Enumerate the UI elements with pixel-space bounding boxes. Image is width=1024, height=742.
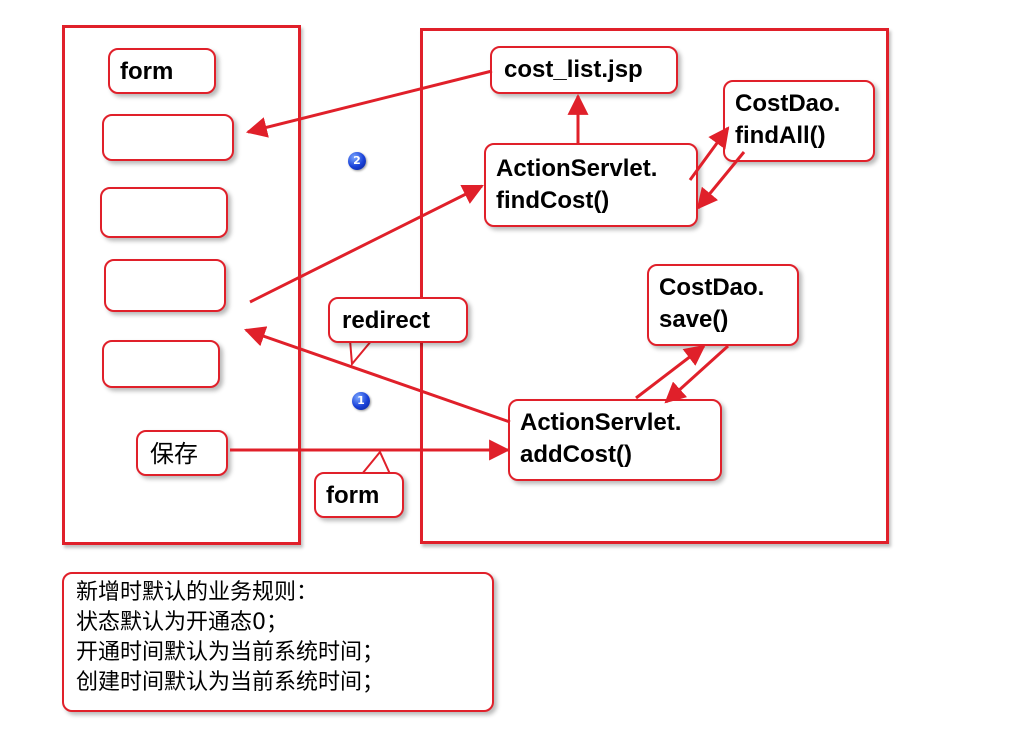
form-label: form	[120, 58, 174, 85]
save-dao-box: CostDao. save()	[647, 264, 799, 346]
note-line-1: 新增时默认的业务规则：	[76, 580, 319, 605]
input-field-4[interactable]	[102, 340, 220, 388]
note-line-3: 开通时间默认为当前系统时间；	[76, 640, 385, 665]
find-cost-line-1: ActionServlet.	[496, 155, 658, 182]
input-field-1[interactable]	[102, 114, 234, 161]
save-dao-line-1: CostDao.	[659, 274, 765, 301]
step-1-number: 1	[357, 394, 365, 407]
find-cost-box: ActionServlet. findCost()	[484, 143, 698, 227]
find-cost-line-2: findCost()	[496, 187, 610, 214]
add-cost-line-1: ActionServlet.	[520, 409, 682, 436]
save-button[interactable]: 保存	[136, 430, 228, 476]
form-callout-label: form	[326, 482, 380, 509]
cost-list-jsp-label: cost_list.jsp	[504, 56, 643, 83]
note-line-2: 状态默认为开通态0；	[76, 610, 288, 635]
business-rules-note: 新增时默认的业务规则： 状态默认为开通态0； 开通时间默认为当前系统时间； 创建…	[62, 572, 494, 712]
form-callout-tail	[359, 450, 392, 475]
redirect-callout: redirect	[328, 297, 468, 343]
find-all-box: CostDao. findAll()	[723, 80, 875, 162]
cost-list-jsp-box: cost_list.jsp	[490, 46, 678, 94]
input-field-2[interactable]	[100, 187, 228, 238]
redirect-callout-tail	[348, 339, 375, 367]
form-callout: form	[314, 472, 404, 518]
step-2-marker: 2	[348, 152, 366, 170]
add-cost-box: ActionServlet. addCost()	[508, 399, 722, 481]
find-all-line-2: findAll()	[735, 122, 826, 149]
form-label-box: form	[108, 48, 216, 94]
note-line-4: 创建时间默认为当前系统时间；	[76, 670, 385, 695]
save-button-label: 保存	[150, 440, 198, 468]
find-all-line-1: CostDao.	[735, 90, 841, 117]
step-2-number: 2	[353, 154, 361, 167]
save-dao-line-2: save()	[659, 306, 729, 333]
step-1-marker: 1	[352, 392, 370, 410]
input-field-3[interactable]	[104, 259, 226, 312]
redirect-label: redirect	[342, 307, 431, 334]
add-cost-line-2: addCost()	[520, 441, 632, 468]
